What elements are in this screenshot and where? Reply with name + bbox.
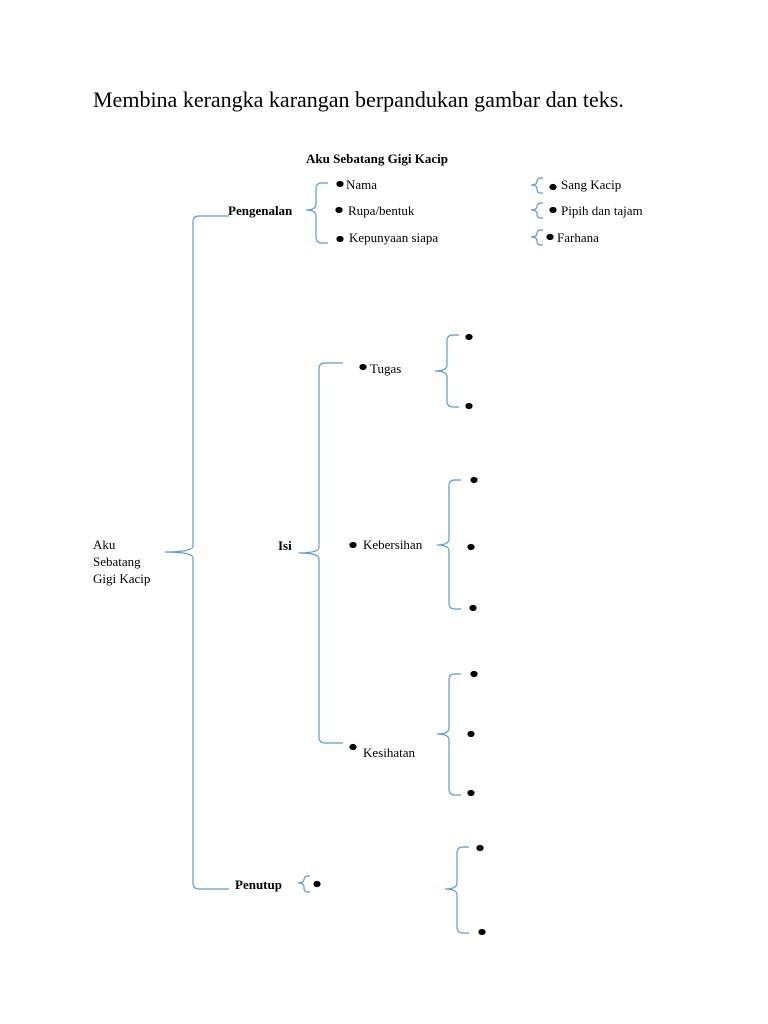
- bullet-pipih: [549, 206, 557, 214]
- isi-label: Isi: [278, 538, 292, 553]
- tugas-brace: [434, 334, 459, 408]
- pengenalan-answer-rupa: Pipih dan tajam: [561, 203, 643, 218]
- root-line-1: Aku: [93, 537, 116, 552]
- bullet-penutup-1: [476, 844, 484, 852]
- pengenalan-item-rupa: Rupa/bentuk: [348, 203, 415, 218]
- bullet-penutup: [313, 880, 321, 888]
- root-line-3: Gigi Kacip: [93, 571, 151, 586]
- isi-point-kesihatan: Kesihatan: [363, 745, 415, 760]
- bullet-kebersihan: [349, 541, 357, 549]
- pengenalan-item-kepunyaan: Kepunyaan siapa: [349, 230, 439, 245]
- root-brace: [164, 215, 229, 890]
- answer-brace-kepunyaan: [530, 229, 543, 246]
- bullet-kesihatan-1: [470, 670, 478, 678]
- diagram-title: Aku Sebatang Gigi Kacip: [306, 151, 448, 166]
- penutup-brace: [297, 875, 310, 893]
- isi-point-kebersihan: Kebersihan: [363, 537, 423, 552]
- bullet-kebersihan-3: [469, 604, 477, 612]
- bullet-rupa: [335, 206, 343, 214]
- isi-brace: [298, 362, 343, 744]
- kesihatan-brace: [436, 673, 461, 796]
- pengenalan-label: Pengenalan: [228, 203, 293, 218]
- bullet-kepunyaan: [336, 235, 344, 243]
- penutup-sub-brace: [444, 846, 469, 934]
- pengenalan-answer-nama: Sang Kacip: [561, 177, 622, 192]
- answer-brace-rupa: [530, 202, 543, 219]
- bullet-kesihatan: [349, 743, 357, 751]
- bullet-kebersihan-2: [467, 543, 475, 551]
- bullet-kesihatan-2: [467, 730, 475, 738]
- penutup-label: Penutup: [235, 877, 282, 892]
- bullet-penutup-2: [478, 928, 486, 936]
- bullet-kebersihan-1: [470, 476, 478, 484]
- bullet-farhana: [546, 233, 554, 241]
- bullet-tugas-1: [465, 333, 473, 341]
- root-line-2: Sebatang: [93, 554, 141, 569]
- pengenalan-item-nama: Nama: [346, 177, 378, 192]
- isi-point-tugas: Tugas: [370, 361, 402, 376]
- bullet-nama: [336, 180, 344, 188]
- kebersihan-brace: [436, 479, 461, 610]
- bullet-kesihatan-3: [467, 789, 475, 797]
- page-heading: Membina kerangka karangan berpandukan ga…: [93, 87, 624, 112]
- pengenalan-brace: [305, 182, 328, 244]
- bullet-tugas-2: [465, 402, 473, 410]
- bullet-tugas: [359, 363, 367, 371]
- pengenalan-answer-kepunyaan: Farhana: [557, 230, 599, 245]
- bullet-sang-kacip: [549, 183, 557, 191]
- answer-brace-nama: [530, 177, 543, 194]
